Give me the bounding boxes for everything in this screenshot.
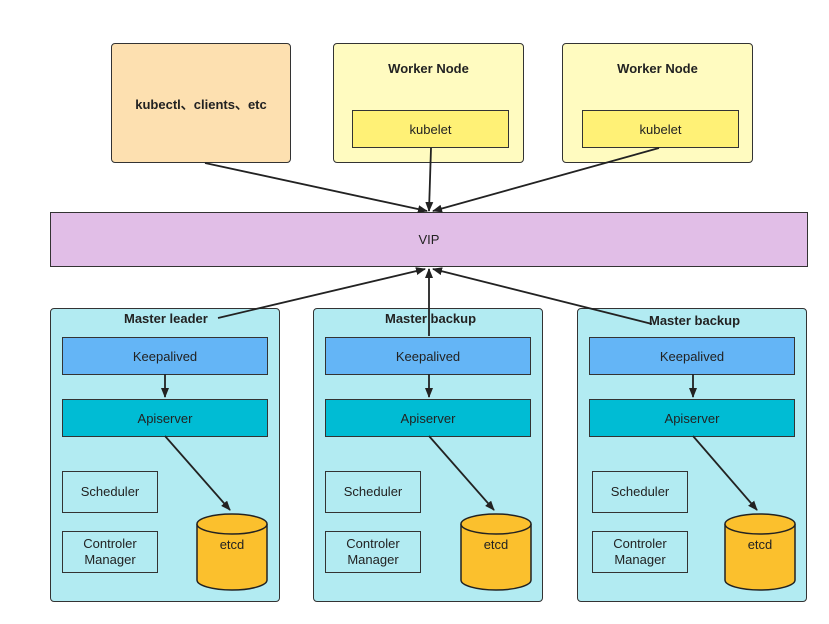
vip-label: VIP [418,232,440,247]
vip-bar: VIP [50,212,808,267]
arrow-master3-to-vip [432,267,653,325]
worker-node-1: Worker Node kubelet [333,43,524,163]
etcd-cylinder-3 [724,513,796,591]
clients-label: kubectl、clients、etc [135,96,267,112]
arrow-apiserver-to-etcd-1 [164,435,231,511]
scheduler-box: Scheduler [325,471,421,513]
worker-node-title: Worker Node [388,61,469,76]
controller-line2: Manager [84,552,136,567]
kubelet-box: kubelet [582,110,739,148]
etcd-label: etcd [747,537,773,552]
worker-node-2: Worker Node kubelet [562,43,753,163]
scheduler-box: Scheduler [592,471,688,513]
arrow-kubelet2-to-vip [432,147,660,213]
apiserver-box: Apiserver [589,399,795,437]
controller-manager-box: Controler Manager [592,531,688,573]
controller-line2: Manager [614,552,666,567]
controller-line1: Controler [346,536,400,551]
keepalived-box: Keepalived [589,337,795,375]
arrow-clients-to-vip [204,162,428,214]
etcd-label: etcd [483,537,509,552]
arrow-master1-to-vip [217,267,426,319]
arrow-apiserver-to-etcd-3 [692,435,758,511]
master-title: Master leader [124,311,208,326]
scheduler-box: Scheduler [62,471,158,513]
controller-line1: Controler [613,536,667,551]
master-title: Master backup [649,313,741,328]
apiserver-box: Apiserver [325,399,531,437]
controller-manager-box: Controler Manager [325,531,421,573]
etcd-cylinder-1 [196,513,268,591]
controller-manager-box: Controler Manager [62,531,158,573]
clients-box: kubectl、clients、etc [111,43,291,163]
worker-node-title: Worker Node [617,61,698,76]
keepalived-box: Keepalived [325,337,531,375]
etcd-cylinder-2 [460,513,532,591]
controller-line1: Controler [83,536,137,551]
kubelet-box: kubelet [352,110,509,148]
controller-line2: Manager [347,552,399,567]
arrow-apiserver-to-etcd-2 [428,435,495,511]
master-title: Master backup [385,311,477,326]
etcd-label: etcd [219,537,245,552]
arrow-kubelet1-to-vip [425,147,434,212]
apiserver-box: Apiserver [62,399,268,437]
